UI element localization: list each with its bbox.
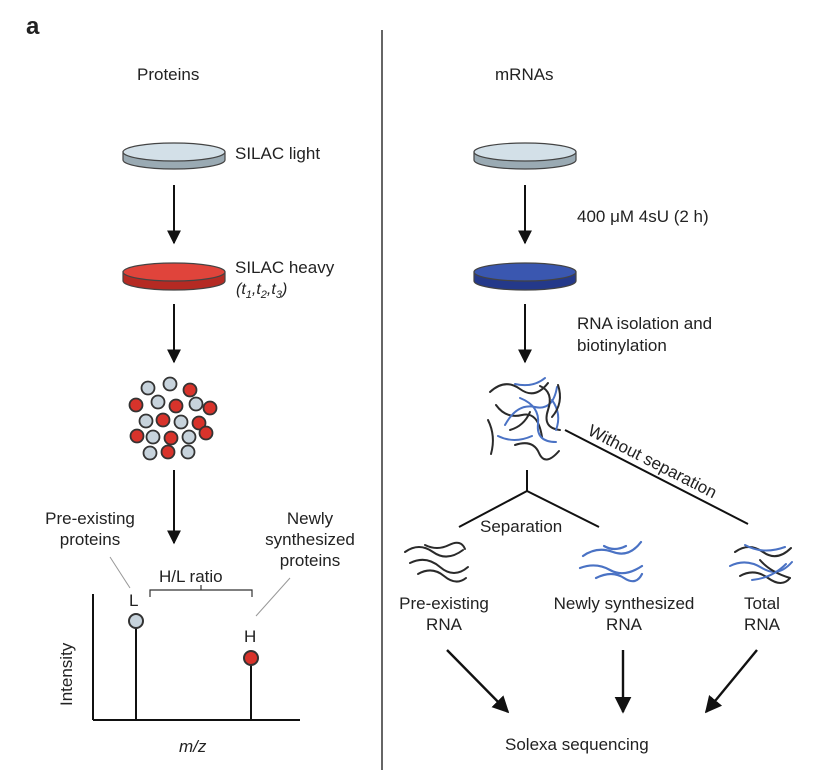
newly-synthesized-proteins-label-2: synthesized — [242, 529, 378, 550]
silac-heavy-label: SILAC heavy — [235, 257, 334, 278]
rna-mixture — [488, 378, 560, 460]
mass-spectrum-axes — [93, 594, 300, 720]
pre-existing-rna-label-1: Pre-existing — [382, 593, 506, 614]
peak-heavy — [244, 651, 258, 720]
protein-heavy — [184, 384, 197, 397]
newly-synthesized-rna-label-1: Newly synthesized — [526, 593, 722, 614]
protein-heavy — [170, 400, 183, 413]
newly-synthesized-leader-line — [256, 578, 290, 616]
peak-light-label: L — [129, 590, 138, 611]
solexa-sequencing-label: Solexa sequencing — [505, 734, 649, 755]
rna-isolation-label-1: RNA isolation and — [577, 313, 712, 334]
protein-light — [142, 382, 155, 395]
protein-heavy — [165, 432, 178, 445]
protein-light — [140, 415, 153, 428]
total-rna-strands — [730, 545, 792, 583]
peak-heavy-label: H — [244, 626, 256, 647]
newly-synthesized-rna-strands — [580, 542, 642, 581]
pre-existing-rna-label-2: RNA — [382, 614, 506, 635]
protein-heavy — [200, 427, 213, 440]
protein-heavy — [162, 446, 175, 459]
hl-ratio-label: H/L ratio — [159, 566, 223, 587]
protein-light — [175, 416, 188, 429]
pre-existing-proteins-label-2: proteins — [28, 529, 152, 550]
pre-existing-leader-line — [110, 557, 130, 588]
mrnas-title: mRNAs — [495, 64, 554, 85]
protein-light — [152, 396, 165, 409]
protein-heavy — [130, 399, 143, 412]
mz-axis-label: m/z — [179, 736, 206, 757]
mrna-4su-dish — [474, 263, 576, 290]
arrow-pre-existing-to-sequencing — [447, 650, 508, 712]
pre-existing-rna-strands — [405, 543, 468, 582]
pre-existing-proteins-label-1: Pre-existing — [28, 508, 152, 529]
protein-light — [144, 447, 157, 460]
protein-light — [190, 398, 203, 411]
protein-mixture — [130, 378, 217, 460]
arrow-total-to-sequencing — [706, 650, 757, 712]
total-rna-label-2: RNA — [726, 614, 798, 635]
without-separation-line — [565, 430, 748, 524]
4su-treatment-label: 400 μM 4sU (2 h) — [577, 206, 709, 227]
intensity-axis-label: Intensity — [56, 643, 77, 706]
protein-heavy — [131, 430, 144, 443]
silac-heavy-dish — [123, 263, 225, 290]
protein-light — [182, 446, 195, 459]
protein-heavy — [157, 414, 170, 427]
silac-light-dish — [123, 143, 225, 169]
protein-light — [164, 378, 177, 391]
silac-light-label: SILAC light — [235, 143, 320, 164]
protein-heavy — [204, 402, 217, 415]
newly-synthesized-rna-label-2: RNA — [526, 614, 722, 635]
proteins-title: Proteins — [137, 64, 199, 85]
rna-isolation-label-2: biotinylation — [577, 335, 667, 356]
mrna-control-dish — [474, 143, 576, 169]
newly-synthesized-proteins-label-1: Newly — [242, 508, 378, 529]
panel-label: a — [26, 16, 39, 37]
peak-light — [129, 614, 143, 720]
silac-heavy-timepoints: (t1,t2,t3) — [236, 279, 287, 306]
newly-synthesized-proteins-label-3: proteins — [242, 550, 378, 571]
protein-light — [147, 431, 160, 444]
protein-light — [183, 431, 196, 444]
total-rna-label-1: Total — [726, 593, 798, 614]
separation-label: Separation — [480, 516, 562, 537]
